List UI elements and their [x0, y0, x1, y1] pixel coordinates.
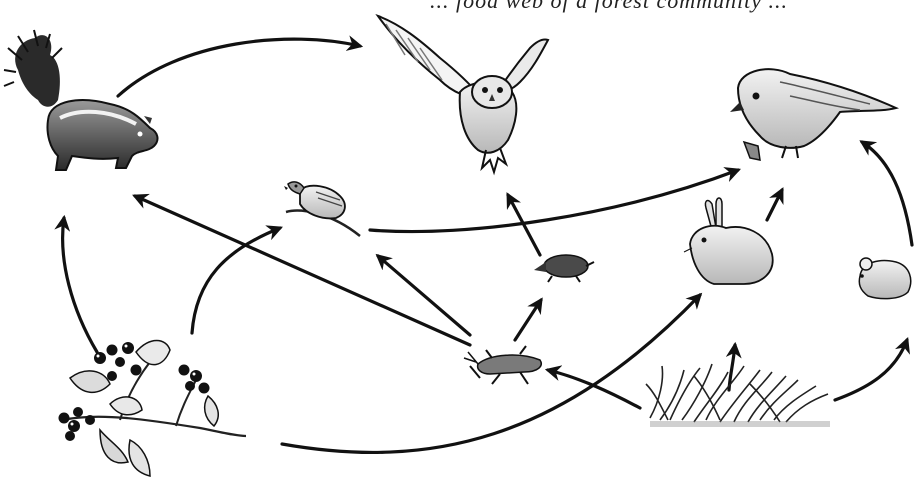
- rabbit-icon: [684, 198, 773, 284]
- grass-icon: [646, 364, 830, 424]
- arrow-skunk-to-owl: [118, 39, 360, 96]
- sparrow-icon: [284, 182, 360, 236]
- owl-icon: [378, 16, 548, 172]
- diagram-title-fragment: ... food web of a forest community ...: [430, 0, 788, 14]
- arrow-rabbit-to-hawk: [767, 190, 782, 220]
- arrow-mouse-to-hawk: [862, 142, 912, 245]
- arrow-sparrow-to-hawk: [370, 170, 738, 232]
- skunk-icon: [4, 30, 157, 170]
- grasshopper-icon: [464, 346, 541, 384]
- hawk-icon: [730, 69, 896, 160]
- mole-icon: [534, 255, 594, 282]
- arrow-grasshopper-to-mole: [515, 300, 541, 340]
- arrow-berry-to-sparrow: [192, 228, 280, 333]
- arrow-grasshopper-to-skunk: [135, 196, 470, 345]
- arrow-grass-to-mouse: [835, 340, 907, 400]
- mouse-icon: [859, 258, 910, 299]
- arrow-berry-to-skunk: [63, 218, 97, 352]
- berry-branch-icon: [59, 341, 247, 477]
